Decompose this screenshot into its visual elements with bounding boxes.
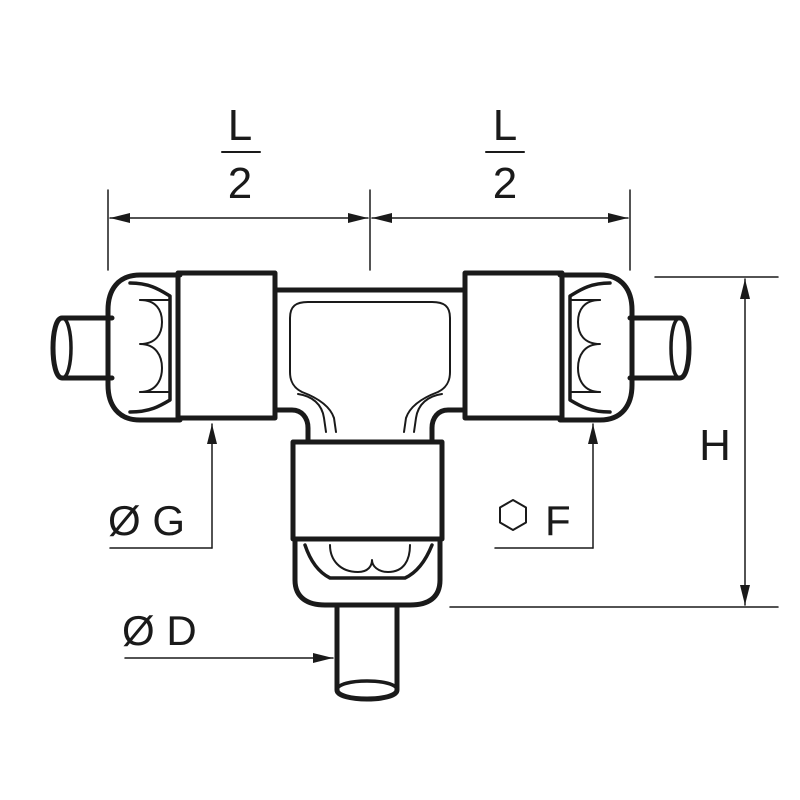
tee-core [272, 287, 468, 445]
dimension-body-diameter: Ø G [108, 423, 217, 549]
dimension-right-half: L 2 [371, 101, 631, 271]
dimension-hex: F [494, 423, 598, 549]
bottom-tube [334, 602, 400, 702]
left-half-numerator: L [228, 101, 252, 150]
right-half-numerator: L [493, 101, 517, 150]
left-tube [50, 315, 115, 381]
hex-icon [499, 499, 527, 531]
tee-inner-outline [289, 301, 451, 433]
dimension-left-half: L 2 [107, 101, 371, 271]
bottom-nut [292, 537, 443, 608]
right-sleeve [462, 270, 565, 421]
right-half-denominator: 2 [493, 159, 517, 208]
tube-diameter-label: Ø D [122, 607, 197, 654]
right-tube [627, 315, 692, 381]
left-nut [105, 272, 183, 423]
left-sleeve [175, 270, 278, 421]
right-nut [557, 272, 635, 423]
bottom-sleeve [290, 439, 445, 542]
dimension-height: H [449, 276, 779, 608]
hex-label: F [545, 497, 571, 544]
height-label: H [699, 421, 731, 470]
tee-body [175, 270, 565, 542]
dimension-tube-diameter: Ø D [122, 607, 334, 663]
left-half-denominator: 2 [228, 159, 252, 208]
body-diameter-label: Ø G [108, 497, 185, 544]
